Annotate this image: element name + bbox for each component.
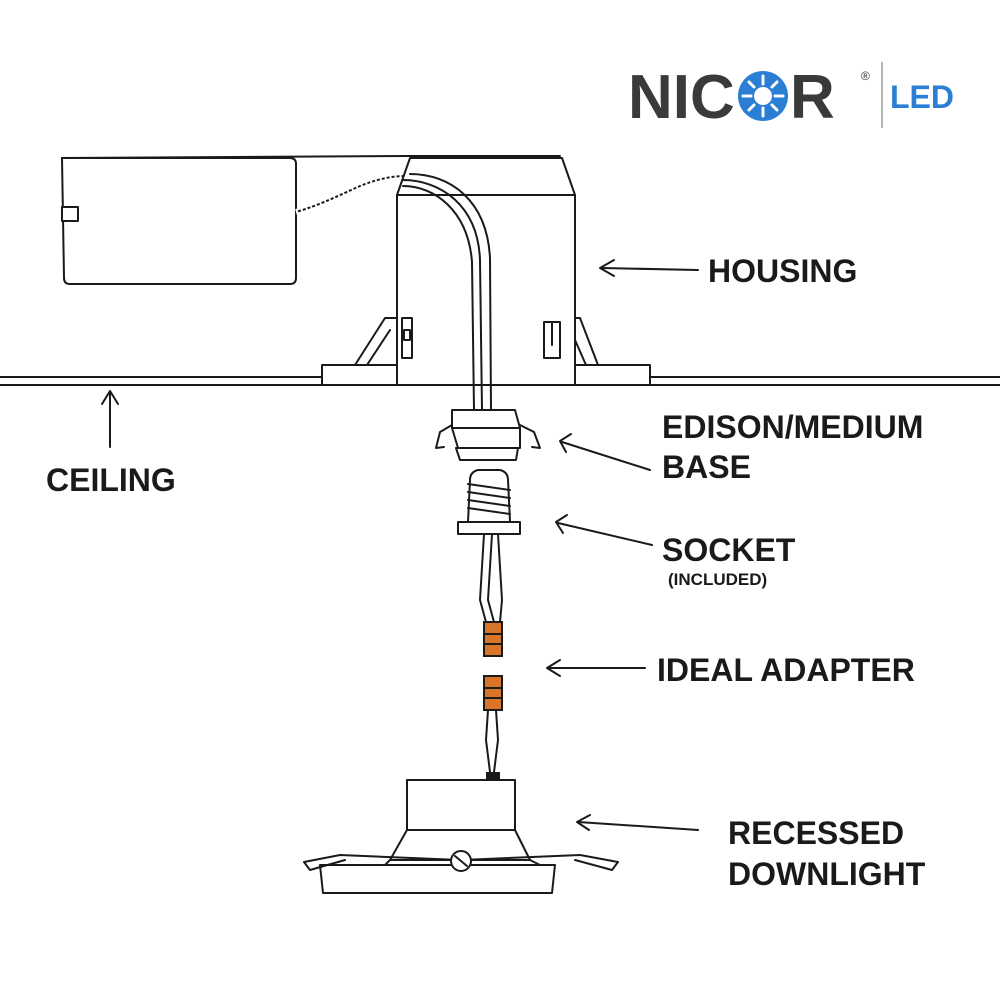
label-ideal-adapter: IDEAL ADAPTER (657, 652, 915, 688)
arrow-ceiling (101, 390, 119, 448)
nicor-logo: NIC R ® LED (628, 62, 954, 132)
logo-text-r: R (790, 63, 835, 132)
arrow-ideal-adapter (546, 659, 646, 677)
logo-text-nic: NIC (628, 63, 735, 132)
arrow-recessed-downlight (576, 814, 699, 831)
label-recessed-line1: RECESSED (728, 815, 904, 851)
label-housing: HOUSING (708, 253, 857, 289)
label-edison-line2: BASE (662, 449, 751, 485)
housing-drawing (61, 155, 651, 411)
arrow-socket (555, 514, 653, 546)
arrow-housing (599, 259, 699, 277)
logo-text-led: LED (890, 79, 954, 115)
junction-box (61, 155, 561, 285)
flex-conduit (295, 173, 406, 215)
label-recessed-line2: DOWNLIGHT (728, 856, 926, 892)
star-o-icon (738, 71, 788, 121)
recessed-downlight-drawing (303, 779, 619, 894)
label-edison-line1: EDISON/MEDIUM (662, 409, 923, 445)
socket-drawing (457, 469, 521, 623)
logo-registered-mark: ® (861, 69, 870, 83)
label-socket-note: (INCLUDED) (668, 570, 767, 589)
label-ceiling: CEILING (46, 462, 176, 498)
label-socket: SOCKET (662, 532, 796, 568)
ideal-adapter-drawing (483, 621, 503, 780)
edison-base-drawing (435, 409, 541, 461)
arrow-edison-base (559, 433, 651, 471)
